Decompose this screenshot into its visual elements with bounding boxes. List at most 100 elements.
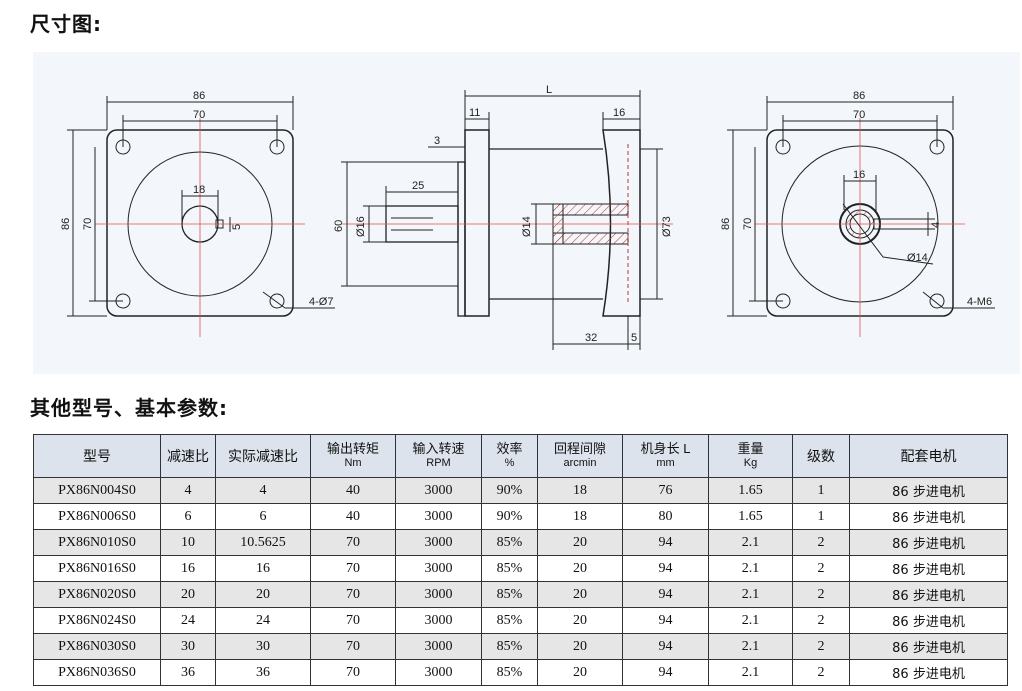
dim-70-top-right: 70 bbox=[853, 109, 865, 121]
column-header-unit: mm bbox=[656, 457, 675, 469]
dim-11: 11 bbox=[469, 107, 480, 119]
table-cell: 2.1 bbox=[708, 633, 793, 660]
table-cell: 85% bbox=[481, 581, 538, 608]
table-cell: 90% bbox=[481, 503, 538, 530]
table-cell: 30 bbox=[160, 633, 216, 660]
table-cell: PX86N004S0 bbox=[33, 477, 161, 504]
dim-86-side-left: 86 bbox=[60, 218, 72, 230]
table-cell: PX86N006S0 bbox=[33, 503, 161, 530]
table-cell: PX86N020S0 bbox=[33, 581, 161, 608]
column-header-label: 级数 bbox=[807, 447, 835, 464]
column-header-label: 效率 bbox=[496, 441, 523, 456]
column-header-unit: arcmin bbox=[563, 457, 597, 469]
table-cell: 3000 bbox=[395, 529, 482, 556]
table-cell: 3000 bbox=[395, 555, 482, 582]
table-cell: 3000 bbox=[395, 607, 482, 634]
dim-16-side: 16 bbox=[613, 107, 625, 119]
table-cell: 20 bbox=[160, 581, 216, 608]
table-cell: 85% bbox=[481, 607, 538, 634]
table-cell: 40 bbox=[310, 477, 396, 504]
column-header-label: 输入转速 bbox=[412, 441, 465, 456]
table-cell: 36 bbox=[215, 659, 311, 686]
dim-86-top-right: 86 bbox=[853, 90, 865, 102]
table-cell: 3000 bbox=[395, 581, 482, 608]
table-cell: 3000 bbox=[395, 659, 482, 686]
table-cell: 90% bbox=[481, 477, 538, 504]
table-cell: 20 bbox=[537, 581, 623, 608]
dim-25: 25 bbox=[412, 180, 424, 192]
table-cell: 20 bbox=[215, 581, 311, 608]
column-header: 减速比 bbox=[160, 434, 216, 478]
parameters-heading: 其他型号、基本参数: bbox=[30, 396, 228, 420]
column-header-label: 输出转矩 bbox=[326, 441, 379, 456]
front-view-output bbox=[727, 96, 995, 337]
table-cell: 1.65 bbox=[708, 503, 793, 530]
dim-18: 18 bbox=[193, 184, 205, 196]
dim-86-side-right: 86 bbox=[720, 218, 732, 230]
table-cell: 94 bbox=[622, 633, 709, 660]
table-cell: 1 bbox=[792, 477, 850, 504]
table-cell: 4 bbox=[215, 477, 311, 504]
table-cell: 10.5625 bbox=[215, 529, 311, 556]
column-header-unit: % bbox=[504, 457, 515, 469]
table-cell: 2.1 bbox=[708, 607, 793, 634]
dim-16-front: 16 bbox=[853, 169, 865, 181]
table-cell: 20 bbox=[537, 529, 623, 556]
table-cell: 2 bbox=[792, 529, 850, 556]
dim-d16: Ø16 bbox=[355, 216, 367, 237]
table-cell: 2.1 bbox=[708, 555, 793, 582]
table-cell: 20 bbox=[537, 555, 623, 582]
side-view bbox=[341, 90, 673, 350]
table-cell: 85% bbox=[481, 659, 538, 686]
table-cell: 2 bbox=[792, 555, 850, 582]
table-cell: PX86N016S0 bbox=[33, 555, 161, 582]
table-cell: 18 bbox=[537, 503, 623, 530]
table-cell: 3000 bbox=[395, 633, 482, 660]
column-header-label: 回程间隙 bbox=[553, 441, 606, 456]
table-cell: 24 bbox=[160, 607, 216, 634]
table-cell: 24 bbox=[215, 607, 311, 634]
table-cell: PX86N036S0 bbox=[33, 659, 161, 686]
dim-d73: Ø73 bbox=[661, 216, 673, 237]
dim-4-key: 4 bbox=[930, 222, 942, 228]
table-cell: 20 bbox=[537, 607, 623, 634]
table-cell: 86 步进电机 bbox=[849, 477, 1008, 504]
hole-note-right: 4-M6 bbox=[967, 296, 992, 308]
table-cell: 70 bbox=[310, 555, 396, 582]
table-cell: 86 步进电机 bbox=[849, 529, 1008, 556]
table-cell: 20 bbox=[537, 633, 623, 660]
column-header-label: 重量 bbox=[737, 441, 764, 456]
table-cell: 80 bbox=[622, 503, 709, 530]
table-cell: 3000 bbox=[395, 477, 482, 504]
table-cell: 94 bbox=[622, 529, 709, 556]
front-view-input bbox=[67, 96, 335, 337]
table-cell: 94 bbox=[622, 607, 709, 634]
column-header-label: 减速比 bbox=[167, 447, 209, 464]
table-cell: 70 bbox=[310, 607, 396, 634]
table-cell: 18 bbox=[537, 477, 623, 504]
dim-86-top-left: 86 bbox=[193, 90, 205, 102]
dim-5-side: 5 bbox=[631, 332, 637, 344]
table-cell: 70 bbox=[310, 581, 396, 608]
table-cell: 86 步进电机 bbox=[849, 633, 1008, 660]
column-header-label: 机身长 L bbox=[640, 441, 691, 456]
table-cell: 2 bbox=[792, 581, 850, 608]
table-cell: 10 bbox=[160, 529, 216, 556]
table-cell: 70 bbox=[310, 659, 396, 686]
table-cell: 2.1 bbox=[708, 659, 793, 686]
table-cell: 1.65 bbox=[708, 477, 793, 504]
table-cell: 85% bbox=[481, 529, 538, 556]
